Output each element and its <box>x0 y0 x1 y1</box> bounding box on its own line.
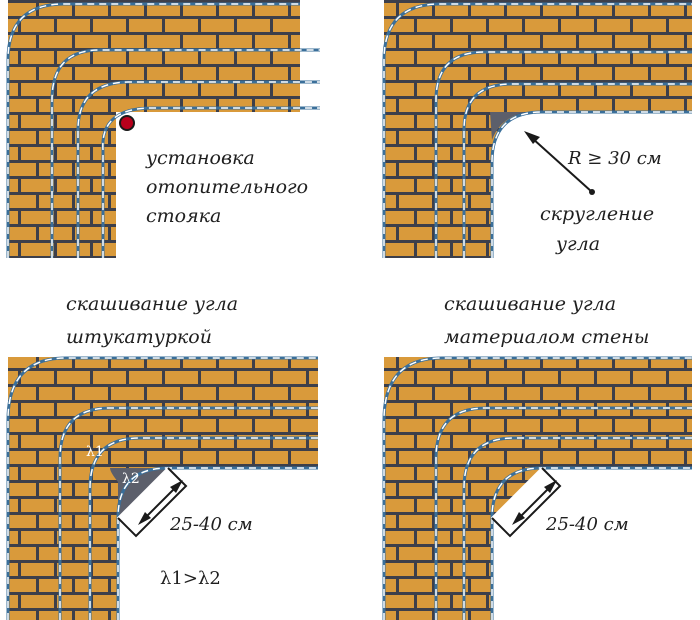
dimension-bracket <box>491 467 562 538</box>
heating-pipe <box>462 82 692 258</box>
heating-riser-icon <box>119 115 135 131</box>
riser-label-line3: стояка <box>146 205 221 227</box>
panel-b: R ≥ 30 см скругление угла <box>382 0 692 258</box>
chamfer-line <box>117 467 169 519</box>
panel-d-title-line2: материалом стены <box>444 326 649 348</box>
dimension-arrow <box>142 484 179 521</box>
riser-label-line2: отопительного <box>146 176 308 198</box>
lambda2-label: λ2 <box>122 471 140 487</box>
brick-wall <box>384 0 692 258</box>
plaster-chamfer-fill <box>110 468 168 518</box>
panel-d-title-line1: скашивание угла <box>444 293 616 315</box>
dimension-label: 25-40 см <box>545 514 629 535</box>
brick-wall <box>8 0 300 258</box>
heating-pipe <box>434 406 692 620</box>
dimension-arrow <box>516 484 553 521</box>
panel-c-title-line1: скашивание угла <box>66 293 238 315</box>
radius-center-dot <box>589 189 595 195</box>
radius-label: R ≥ 30 см <box>567 148 662 169</box>
panel-a: установка отопительного стояка <box>6 0 320 258</box>
dimension-arrow-head <box>170 480 183 493</box>
radius-arrow <box>531 137 593 193</box>
heating-pipe <box>490 466 692 620</box>
brick-wall <box>8 357 318 620</box>
rounded-corner-fill <box>490 112 525 140</box>
brick-wall <box>384 357 692 620</box>
panel-d: скашивание угла материалом стены 25-40 с… <box>382 293 692 620</box>
dimension-arrow-head <box>544 480 557 493</box>
lambda1-label: λ1 <box>86 444 104 460</box>
lambda-relation: λ1>λ2 <box>160 568 221 589</box>
dimension-bracket <box>117 467 188 538</box>
heating-pipe <box>116 466 318 620</box>
rounding-label-line1: скругление <box>540 203 654 225</box>
dimension-arrow-head <box>138 512 151 525</box>
riser-label-line1: установка <box>145 147 255 169</box>
rounding-label-line2: угла <box>555 233 600 255</box>
dimension-arrow-head <box>512 512 525 525</box>
panel-c: скашивание угла штукатуркой λ1 λ2 25-40 <box>6 293 318 620</box>
radius-arrow-head <box>524 131 540 144</box>
dimension-label: 25-40 см <box>169 514 253 535</box>
chamfer-line <box>491 467 543 519</box>
heating-pipe <box>58 406 318 620</box>
panel-c-title-line2: штукатуркой <box>66 326 212 348</box>
